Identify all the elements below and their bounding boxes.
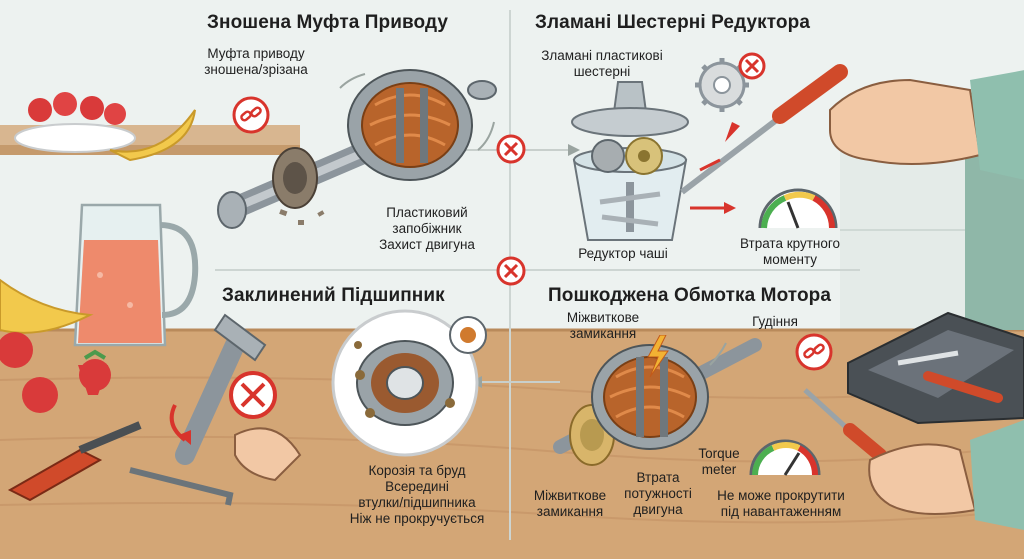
no-spin-label: Не може прокрутити під навантаженням <box>717 488 845 519</box>
gearbox-label: Редуктор чаші <box>578 246 668 261</box>
toolbox-illustration <box>847 311 1024 425</box>
broken-chain-icon <box>232 96 270 134</box>
fruit-illustration <box>0 278 111 413</box>
motor-winding-illustration <box>553 335 762 466</box>
no-cross-icon <box>496 256 526 286</box>
no-cross-icon <box>496 134 526 164</box>
juice-pitcher-illustration <box>73 203 199 347</box>
bearing-panel-title: Заклинений Підшипник <box>222 285 445 306</box>
broken-chain-icon <box>795 333 833 371</box>
gauge-icon <box>749 439 821 476</box>
gauge-icon <box>690 188 838 229</box>
blender-gearbox-illustration <box>571 81 689 241</box>
torque-meter-label: Torque meter <box>698 446 740 477</box>
coupling-worn-label: Муфта приводу зношена/зрізана <box>204 46 308 77</box>
winding-short-bottom-label: Міжвиткове замикання <box>533 488 607 519</box>
gears-panel-title: Зламані Шестерні Редуктора <box>535 12 811 33</box>
hand-screwdriver-illustration <box>680 64 1024 195</box>
bearing-corrosion-label: Корозія та бруд Всередині втулки/підшипн… <box>349 463 485 526</box>
pliers-illustration <box>7 421 234 506</box>
coupling-fuse-label: Пластиковий запобіжник Захист двигуна <box>379 205 475 252</box>
hum-label: Гудіння <box>752 314 798 329</box>
coupling-panel-title: Зношена Муфта Приводу <box>207 12 449 33</box>
hand-screwdriver-illustration <box>803 388 1024 530</box>
gears-broken-label: Зламані пластикові шестерні <box>541 48 663 79</box>
winding-short-top-label: Міжвиткове замикання <box>566 310 640 341</box>
torque-loss-label: Втрата крутного моменту <box>739 236 841 267</box>
gear-icon <box>695 52 766 112</box>
motor-rotor-coupling-illustration <box>217 69 497 229</box>
hammer-hand-illustration <box>169 313 302 482</box>
winding-panel-title: Пошкоджена Обмотка Мотора <box>548 285 832 306</box>
seized-bearing-illustration <box>331 309 487 457</box>
power-loss-label: Втрата потужності двигуна <box>624 470 692 517</box>
